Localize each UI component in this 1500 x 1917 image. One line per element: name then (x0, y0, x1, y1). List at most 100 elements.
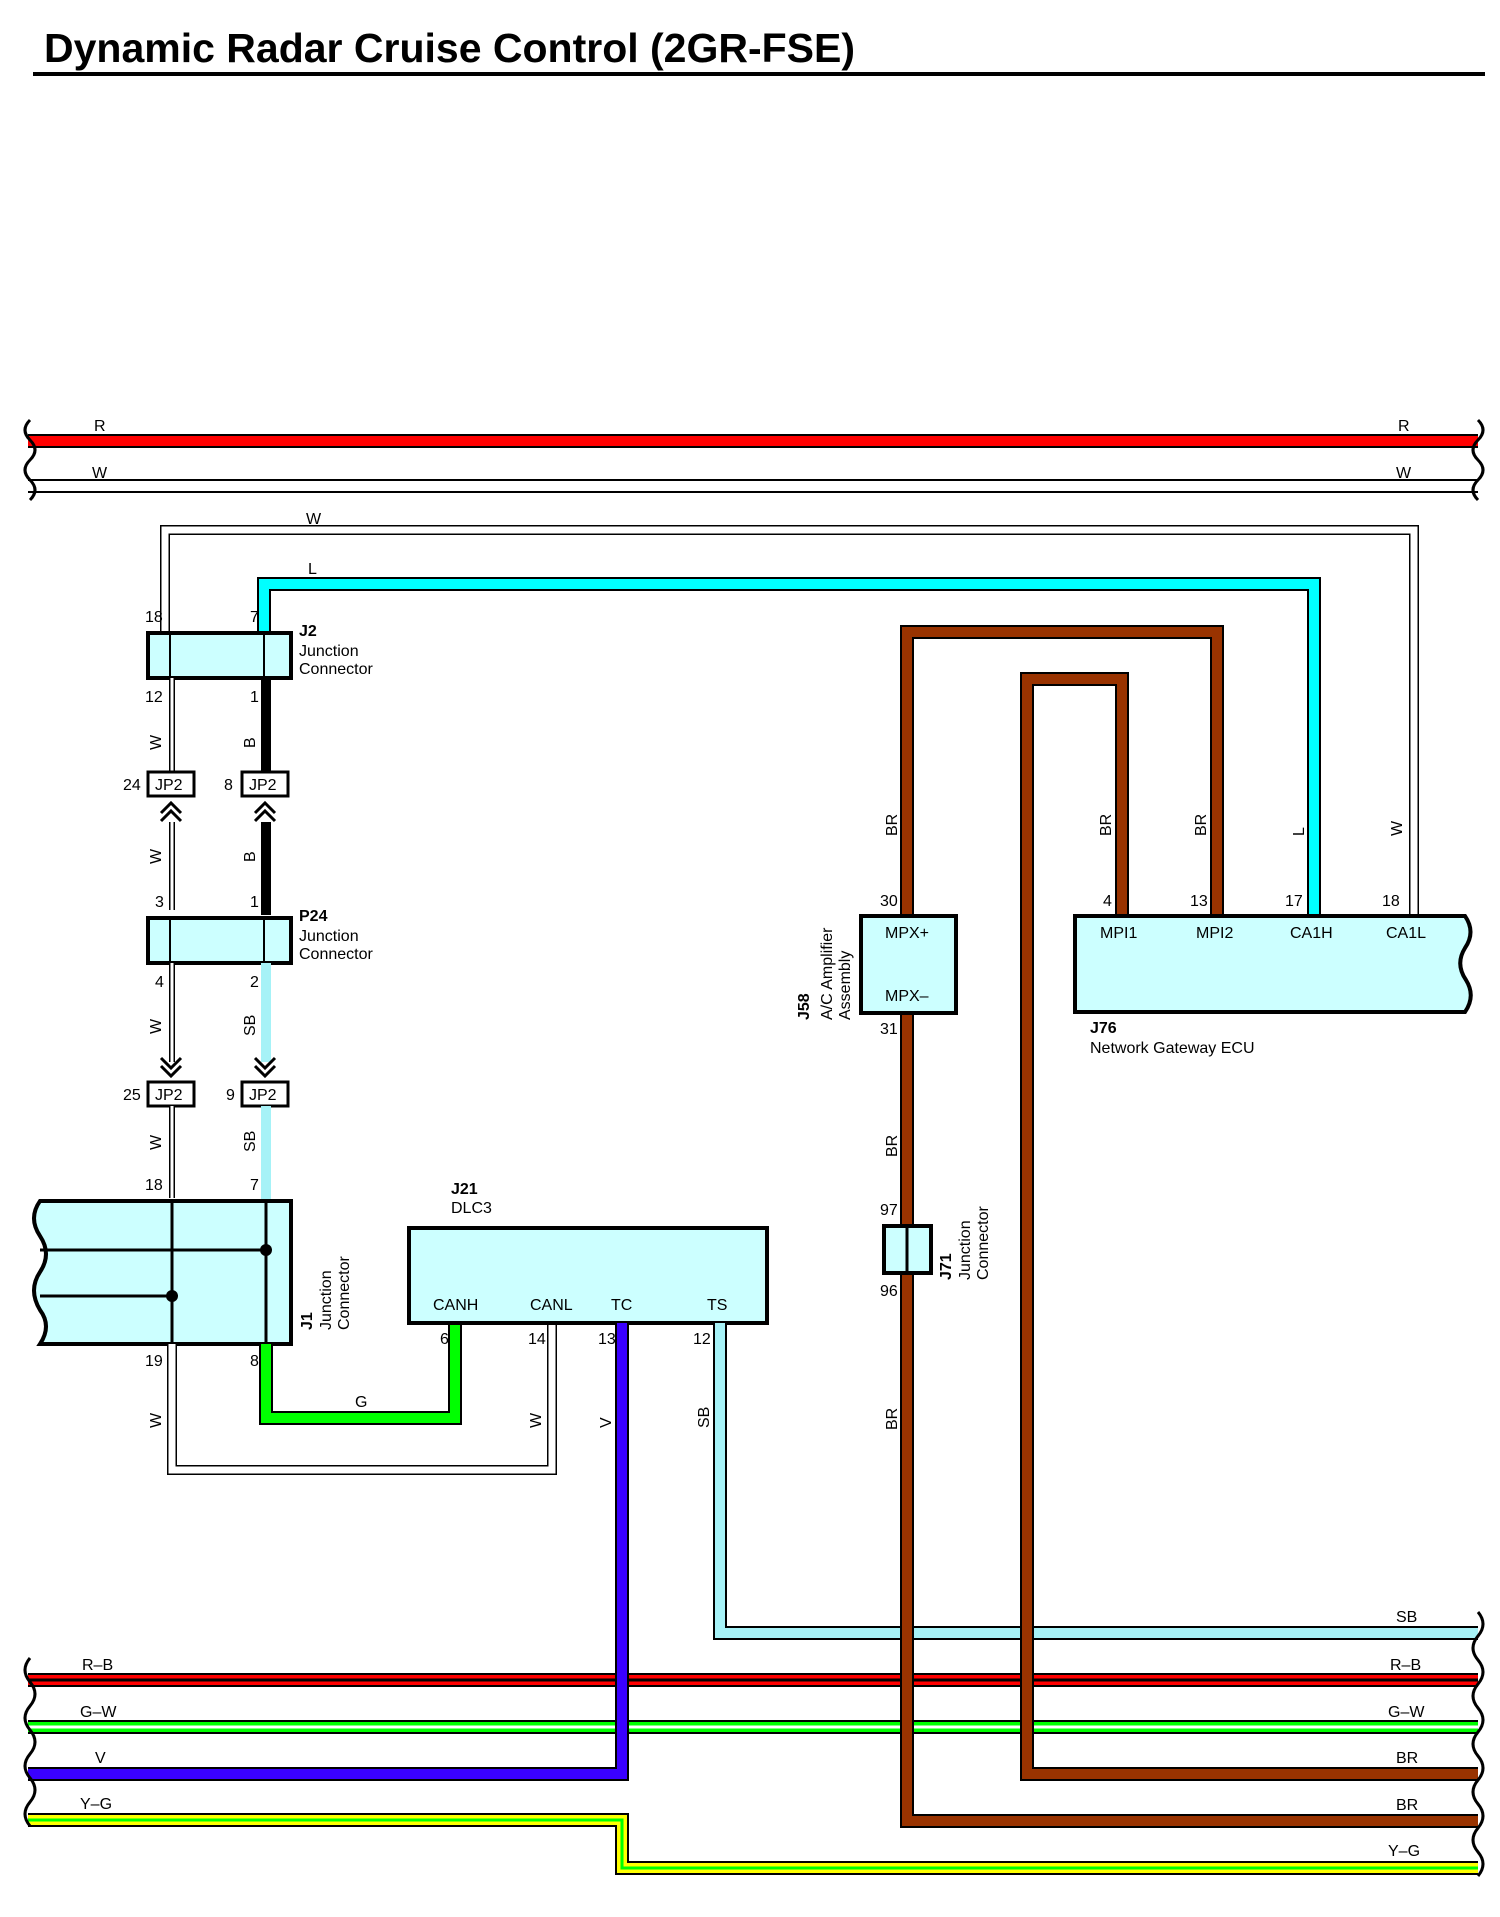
v-wire (28, 1323, 627, 1779)
j76-pin-18: 18 (1382, 893, 1400, 910)
jp2-top-pin-24: 24 (123, 777, 141, 794)
j1-name-line1: Junction (318, 1270, 335, 1330)
j76-network-gateway-ecu (1073, 914, 1473, 1014)
bus-rb-label-left: R–B (82, 1657, 113, 1674)
jp2-top-connector-left (146, 770, 196, 798)
l-wire-label: L (308, 561, 317, 578)
bus-yg-stripe (28, 1818, 1478, 1870)
w-dlc-label: W (528, 1412, 545, 1428)
break-mark-bottom-right (1471, 1611, 1485, 1877)
page-title: Dynamic Radar Cruise Control (2GR-FSE) (44, 25, 855, 71)
jp2-top-right-label: JP2 (249, 777, 277, 794)
j1-junction-connector (32, 1199, 293, 1346)
j21-pin-14: 14 (528, 1331, 546, 1348)
j1-pin-18: 18 (145, 1177, 163, 1194)
w-j1-bottom-label: W (148, 1412, 165, 1428)
j2-junction-connector (146, 631, 293, 680)
bus-v-label-left: V (95, 1750, 106, 1767)
v-wire-outline (28, 1323, 629, 1781)
jp2-top-right-chevron-icon (253, 800, 277, 823)
j71-name-line2: Connector (975, 1206, 992, 1280)
bus-bottom-sb-label-right: SB (1396, 1609, 1417, 1626)
jp2-top-left-chevron-icon (159, 800, 183, 823)
bus-top-r-label-right: R (1398, 418, 1410, 435)
w-jp2-p24-label: W (148, 848, 165, 864)
j71-code: J71 (938, 1253, 955, 1280)
j21-pin-12: 12 (693, 1331, 711, 1348)
j76-pin-13: 13 (1190, 893, 1208, 910)
j1-pin-8: 8 (250, 1353, 259, 1370)
bus-br1-label-right: BR (1396, 1750, 1418, 1767)
j76-pin-4: 4 (1103, 893, 1112, 910)
jp2-top-connector-right (240, 770, 290, 798)
j2-pin-18: 18 (145, 609, 163, 626)
w-jp2-j1-label: W (148, 1134, 165, 1150)
l-ca1h-label: L (1291, 827, 1308, 836)
sb-p24-jp2-label: SB (242, 1015, 259, 1036)
b-jp2-p24-label: B (242, 851, 259, 862)
j58-terminal-mpx-plus: MPX+ (885, 925, 929, 942)
bus-top-w-label-right: W (1396, 465, 1412, 482)
jp2-bottom-pin-25: 25 (123, 1087, 141, 1104)
j58-ac-amplifier-assembly (859, 914, 958, 1015)
g-wire-label: G (355, 1394, 367, 1411)
jp2-bottom-right-label: JP2 (249, 1087, 277, 1104)
j21-terminal-tc: TC (611, 1297, 632, 1314)
j58-terminal-mpx-minus: MPX– (885, 988, 929, 1005)
j21-terminal-ts: TS (707, 1297, 727, 1314)
br-j71-bottom-label: BR (884, 1408, 901, 1430)
br-mpx-mpi2-wire (902, 627, 1222, 916)
j21-terminal-canl: CANL (530, 1297, 573, 1314)
jp2-bottom-right-chevron-icon (253, 1056, 277, 1079)
j21-pin-6: 6 (440, 1331, 449, 1348)
j71-pin-97: 97 (880, 1202, 898, 1219)
bus-yg-label-left: Y–G (80, 1796, 112, 1813)
j1-pin-7: 7 (250, 1177, 259, 1194)
break-mark-top-right (1471, 418, 1485, 502)
j2-code: J2 (299, 623, 317, 640)
br-mpi2-label: BR (1193, 814, 1210, 836)
bus-rb-label-right: R–B (1390, 1657, 1421, 1674)
w-p24-jp2-label: W (148, 1018, 165, 1034)
sb-dlc-outline (713, 1323, 1478, 1640)
j76-terminal-mpi1: MPI1 (1100, 925, 1137, 942)
br-j58-j71-label: BR (884, 1135, 901, 1157)
j58-pin-30: 30 (880, 893, 898, 910)
j76-terminal-mpi2: MPI2 (1196, 925, 1233, 942)
bus-yg-label-right: Y–G (1388, 1843, 1420, 1860)
p24-pin-3: 3 (155, 894, 164, 911)
j58-pin-31: 31 (880, 1021, 898, 1038)
p24-name-line2: Connector (299, 946, 373, 963)
w-ca1l-label: W (1389, 820, 1406, 836)
b-j2-jp2-label: B (242, 737, 259, 748)
j2-name-line2: Connector (299, 661, 373, 678)
br-mpx-minus-wire (902, 1013, 1478, 1826)
jp2-bottom-pin-9: 9 (226, 1087, 235, 1104)
br-j58-top-label: BR (884, 814, 901, 836)
p24-name-line1: Junction (299, 928, 359, 945)
sb-jp2-j1-label: SB (242, 1131, 259, 1152)
j76-terminal-ca1h: CA1H (1290, 925, 1333, 942)
v-dlc-label: V (598, 1417, 615, 1428)
j1-code: J1 (299, 1312, 316, 1330)
w-loop-wire (161, 526, 1418, 914)
j58-name-line2: Assembly (837, 951, 854, 1020)
j21-name: DLC3 (451, 1200, 492, 1217)
j58-name-line1: A/C Amplifier (819, 927, 836, 1020)
p24-junction-connector (146, 916, 293, 965)
p24-pin-1: 1 (250, 894, 259, 911)
break-mark-bottom-left (23, 1657, 37, 1827)
j71-pin-96: 96 (880, 1283, 898, 1300)
break-mark-top-left (23, 418, 37, 502)
br-mpi1-wire (1022, 674, 1478, 1779)
j2-pin-12: 12 (145, 689, 163, 706)
w-j1-dlc-wire (168, 1323, 556, 1474)
j2-pin-7: 7 (250, 609, 259, 626)
j21-dlc3-connector (407, 1226, 769, 1325)
j76-pin-17: 17 (1285, 893, 1303, 910)
j2-pin-1: 1 (250, 689, 259, 706)
jp2-bottom-left-chevron-icon (159, 1056, 183, 1079)
br-mpx-minus-outline (900, 1013, 1478, 1828)
j71-name-line1: Junction (957, 1220, 974, 1280)
